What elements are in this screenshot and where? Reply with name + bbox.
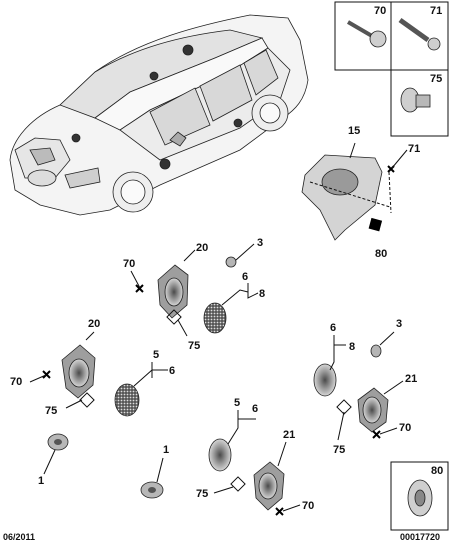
label-71-bracket: 71 — [408, 143, 420, 155]
label-75-a: 75 — [188, 340, 200, 352]
label-8-a: 8 — [259, 288, 265, 300]
label-5-d: 5 — [234, 397, 240, 409]
speaker-group-c: 6 8 3 21 75 70 — [313, 318, 417, 456]
speaker-group-d: 5 6 1 21 75 70 — [140, 397, 314, 516]
speaker-group-b: 20 70 75 5 6 1 — [10, 318, 175, 487]
label-70-c: 70 — [399, 422, 411, 434]
label-75-c: 75 — [333, 444, 345, 456]
label-20-b: 20 — [88, 318, 100, 330]
label-75-box: 75 — [430, 73, 442, 85]
label-5-b: 5 — [153, 349, 159, 361]
label-20-a: 20 — [196, 242, 208, 254]
label-71-box: 71 — [430, 5, 442, 17]
label-6-b: 6 — [169, 365, 175, 377]
label-21-d: 21 — [283, 429, 295, 441]
bracket-clip-80 — [368, 217, 383, 232]
label-70-a: 70 — [123, 258, 135, 270]
grommet-marker — [79, 392, 95, 408]
label-15: 15 — [348, 125, 360, 137]
car-illustration — [9, 14, 309, 216]
grommet-marker — [230, 476, 246, 492]
part-box-70: 70 — [334, 1, 392, 71]
speaker-group-a: 20 3 70 75 6 8 — [123, 237, 265, 352]
label-8-c: 8 — [349, 341, 355, 353]
cross-marker — [42, 370, 51, 379]
label-1-b: 1 — [38, 475, 44, 487]
label-6-d: 6 — [252, 403, 258, 415]
footer-reference: 00017720 — [400, 532, 440, 542]
label-21-c: 21 — [405, 373, 417, 385]
part-box-75: 75 — [390, 69, 449, 137]
label-70-b: 70 — [10, 376, 22, 388]
label-6-a: 6 — [242, 271, 248, 283]
part-box-80: 80 — [390, 461, 449, 531]
label-75-b: 75 — [45, 405, 57, 417]
amplifier-bracket: 15 71 80 — [301, 125, 420, 260]
label-80-bracket: 80 — [375, 248, 387, 260]
cross-marker — [275, 507, 284, 516]
label-75-d: 75 — [196, 488, 208, 500]
label-1-d: 1 — [163, 444, 169, 456]
label-6-c: 6 — [330, 322, 336, 334]
footer-date: 06/2011 — [3, 532, 35, 542]
label-80-box: 80 — [431, 465, 443, 477]
grommet-marker — [336, 399, 352, 415]
cross-marker — [372, 430, 381, 439]
label-3-a: 3 — [257, 237, 263, 249]
label-70-d: 70 — [302, 500, 314, 512]
label-3-c: 3 — [396, 318, 402, 330]
label-70-box: 70 — [374, 5, 386, 17]
part-box-71: 71 — [390, 1, 449, 71]
grommet-marker — [166, 309, 182, 325]
cross-marker — [135, 284, 144, 293]
